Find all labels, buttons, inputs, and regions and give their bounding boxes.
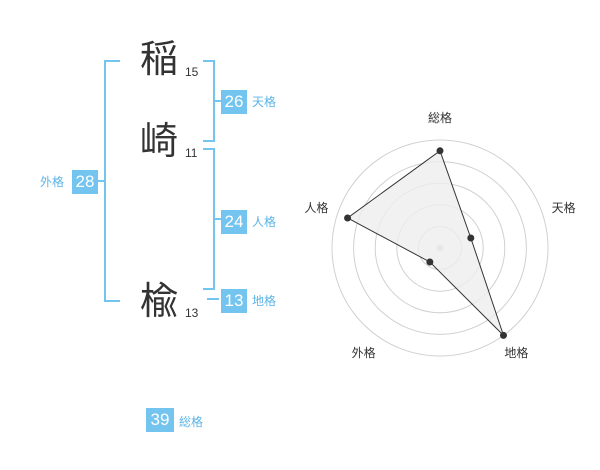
chikaku-value: 13 [221, 289, 247, 313]
name-char-3: 楡 [140, 279, 179, 323]
jinkaku-connector [213, 218, 221, 220]
jinkaku-value: 24 [221, 210, 247, 234]
soukaku-value: 39 [146, 408, 174, 432]
radar-point-4 [426, 258, 434, 266]
tenkaku-value: 26 [221, 90, 247, 114]
gaikaku-connector [98, 180, 106, 182]
radar-axis-label-2: 天格 [552, 200, 576, 215]
radar-point-2 [467, 234, 475, 242]
jinkaku-label: 人格 [252, 215, 277, 229]
tenkaku-connector [213, 100, 221, 102]
chikaku-connector [207, 298, 219, 300]
stroke-count-2: 11 [185, 146, 198, 160]
radar-point-3 [499, 331, 507, 339]
stroke-count-1: 15 [185, 65, 199, 79]
radar-area [346, 150, 504, 336]
radar-point-1 [436, 147, 444, 155]
radar-ring-5 [331, 139, 549, 357]
radar-axis-label-1: 総格 [428, 110, 452, 125]
gaikaku-value: 28 [72, 170, 98, 194]
tenkaku-label: 天格 [252, 95, 277, 109]
stroke-count-3: 13 [185, 306, 199, 320]
chikaku-label: 地格 [252, 294, 277, 308]
name-char-1: 稲 [140, 37, 179, 81]
radar-axis-label-4: 外格 [352, 345, 376, 360]
soukaku-label: 総格 [179, 415, 204, 429]
gaikaku-label: 外格 [40, 175, 65, 189]
radar-point-5 [344, 214, 352, 222]
radar-axis-label-3: 地格 [504, 345, 528, 360]
name-char-2: 崎 [140, 119, 179, 163]
radar-axis-label-5: 人格 [304, 200, 328, 215]
radar-polygon [344, 147, 507, 339]
